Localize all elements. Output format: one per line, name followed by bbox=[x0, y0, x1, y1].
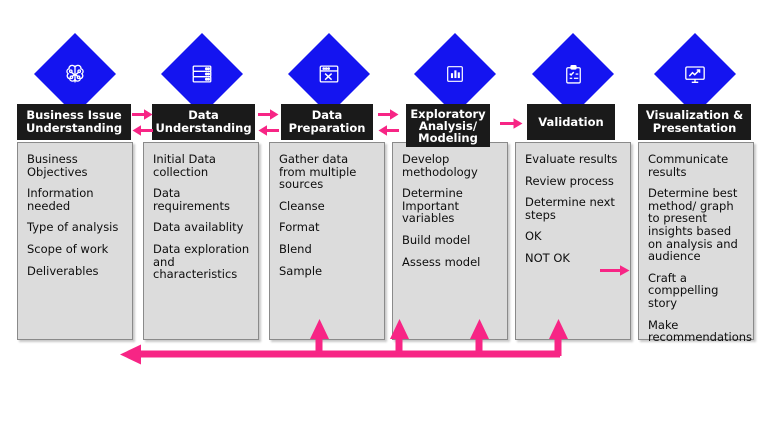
stage-body-data-understanding: Initial Data collection Data requirement… bbox=[143, 142, 259, 340]
stage-body-business-issue-understanding: Business Objectives Information needed T… bbox=[17, 142, 133, 340]
connector-arrow-right-3 bbox=[378, 108, 399, 121]
connector-arrow-right-4 bbox=[500, 117, 523, 130]
bullet-item: Scope of work bbox=[27, 241, 109, 256]
bullet-item: Determine best method/ graph to present … bbox=[648, 186, 738, 264]
bullet-item: Build model bbox=[402, 232, 471, 247]
stage-title-text: Data Understanding bbox=[155, 108, 252, 135]
bullet-item: Cleanse bbox=[279, 198, 325, 213]
bullet-item: Data exploration and characteristics bbox=[153, 241, 250, 282]
bullet-item: Initial Data collection bbox=[153, 152, 216, 179]
stage-body-exploratory-analysis-modeling: Develop methodology Determine Important … bbox=[392, 142, 508, 340]
bullet-item-ok: OK bbox=[525, 229, 542, 244]
bullet-item: Sample bbox=[279, 263, 323, 278]
stage-header-exploratory-analysis-modeling[interactable]: Exploratory Analysis/ Modeling bbox=[406, 104, 490, 147]
bullet-item: Data availablity bbox=[153, 220, 244, 235]
stage-header-validation[interactable]: Validation bbox=[527, 104, 615, 140]
bullet-item: Format bbox=[279, 220, 320, 235]
bullet-item: Assess model bbox=[402, 254, 481, 269]
bullet-item: Communicate results bbox=[648, 152, 729, 179]
monitor-trend-icon bbox=[666, 45, 724, 103]
bullet-item: Deliverables bbox=[27, 263, 99, 278]
bullet-item: Type of analysis bbox=[27, 220, 119, 235]
bullet-item: Gather data from multiple sources bbox=[279, 152, 357, 192]
stage-title-text: Validation bbox=[538, 114, 604, 129]
stage-header-visualization-presentation[interactable]: Visualization & Presentation bbox=[638, 104, 751, 140]
stage-header-data-understanding[interactable]: Data Understanding bbox=[152, 104, 255, 140]
connector-arrow-right-1 bbox=[132, 108, 153, 121]
feedback-loop-connector bbox=[110, 312, 580, 372]
database-icon bbox=[173, 45, 231, 103]
bullet-item-not-ok: NOT OK bbox=[525, 250, 570, 265]
stage-title-text: Visualization & Presentation bbox=[645, 108, 744, 135]
bullet-item: Data requirements bbox=[153, 186, 230, 213]
stage-body-visualization-presentation: Communicate results Determine best metho… bbox=[638, 142, 754, 343]
bullet-item: Information needed bbox=[27, 186, 94, 213]
brain-icon bbox=[46, 45, 104, 103]
stage-body-validation: Evaluate results Review process Determin… bbox=[515, 142, 631, 340]
connector-arrow-left-1 bbox=[132, 124, 153, 137]
connector-arrow-right-2 bbox=[258, 108, 279, 121]
bullet-item: Craft a comppelling story bbox=[648, 270, 719, 310]
stage-title-text: Exploratory Analysis/ Modeling bbox=[410, 106, 486, 145]
bullet-item: Review process bbox=[525, 173, 614, 188]
stage-body-data-preparation: Gather data from multiple sources Cleans… bbox=[269, 142, 385, 340]
connector-arrow-left-2 bbox=[258, 124, 279, 137]
bullet-item: Evaluate results bbox=[525, 152, 618, 166]
stage-header-business-issue-understanding[interactable]: Business Issue Understanding bbox=[17, 104, 131, 140]
bullet-item: Business Objectives bbox=[27, 152, 88, 179]
window-tools-icon bbox=[300, 45, 358, 103]
bullet-item: Blend bbox=[279, 241, 312, 256]
stage-title-text: Data Preparation bbox=[288, 108, 366, 135]
connector-arrow-left-3 bbox=[378, 124, 399, 137]
stage-title-text: Business Issue Understanding bbox=[25, 108, 123, 135]
bullet-item: Develop methodology bbox=[402, 152, 478, 179]
bullet-item: Determine next steps bbox=[525, 195, 615, 222]
stage-header-data-preparation[interactable]: Data Preparation bbox=[281, 104, 373, 140]
connector-arrow-ok-to-visualization bbox=[600, 264, 630, 277]
clipboard-check-icon bbox=[544, 45, 602, 103]
bar-chart-icon bbox=[426, 45, 484, 103]
bullet-item: Determine Important variables bbox=[402, 186, 463, 226]
bullet-item: Make recommendations bbox=[648, 317, 753, 345]
